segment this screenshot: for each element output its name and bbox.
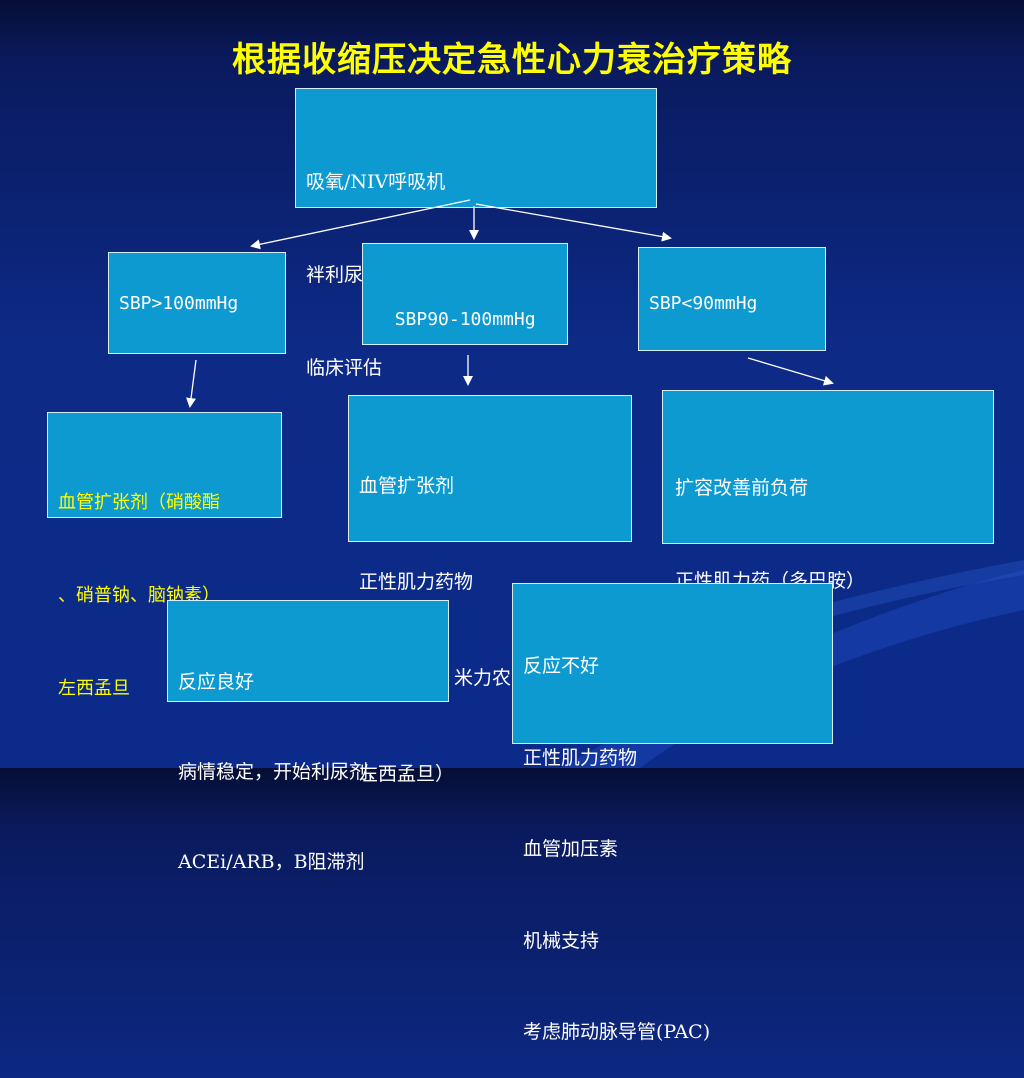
arrow-to-sbp-low	[475, 203, 672, 242]
box-line: 吸氧/NIV呼吸机	[306, 171, 446, 193]
box-line: 机械支持	[523, 929, 600, 952]
flow-arrows	[186, 199, 834, 408]
sbp-high-box: SBP>100mmHg	[108, 252, 286, 354]
box-line: 反应良好	[178, 671, 255, 693]
arrow-to-sbp-high	[250, 199, 471, 250]
box-line: 正性肌力药物	[359, 571, 474, 593]
box-line: 扩容改善前负荷	[675, 477, 809, 499]
sbp-low-label: SBP<90mmHg	[649, 293, 758, 314]
box-line: 左西孟旦	[58, 678, 130, 699]
sbp-high-label: SBP>100mmHg	[119, 292, 239, 314]
sbp-mid-box: SBP90-100mmHg	[362, 243, 568, 345]
box-line: 考虑肺动脉导管(PAC)	[523, 1021, 711, 1043]
box-line: 临床评估	[306, 357, 383, 379]
box-line: 反应不好	[523, 655, 600, 677]
page-title: 根据收缩压决定急性心力衰治疗策略	[232, 40, 792, 80]
box-line: ACEi/ARB，B阻滞剂	[178, 851, 365, 873]
arrow-to-treat-high	[186, 359, 197, 408]
arrow-to-treat-low	[747, 357, 834, 386]
treatment-high-box: 血管扩张剂（硝酸酯 、硝普钠、脑钠素） 左西孟旦	[47, 412, 282, 699]
box-line: 血管加压素	[523, 838, 619, 860]
sbp-mid-label: SBP90-100mmHg	[394, 309, 536, 330]
box-line: 血管扩张剂	[359, 475, 455, 497]
box-line: 血管扩张剂（硝酸酯	[58, 492, 220, 513]
box-line: 正性肌力药物	[523, 746, 638, 769]
sbp-low-box: SBP<90mmHg	[638, 247, 826, 351]
